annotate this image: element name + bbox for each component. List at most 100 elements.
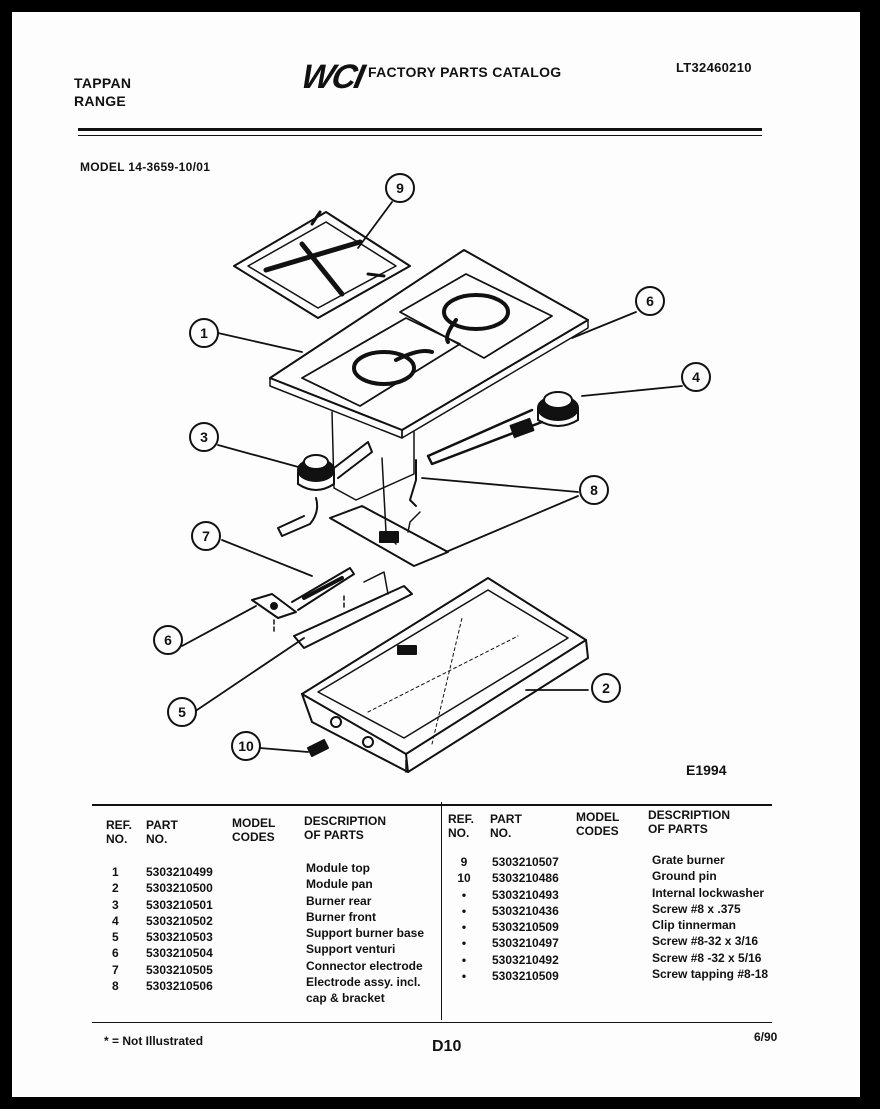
brand-name: TAPPAN xyxy=(74,75,132,91)
table-cell-description: Support venturi xyxy=(306,942,396,957)
callout-10-label: 10 xyxy=(238,738,254,754)
table-cell-ref: 6 xyxy=(112,946,119,961)
header-rule-thin xyxy=(78,135,762,136)
module-top-part xyxy=(269,249,589,439)
table-cell-part: 5303210493 xyxy=(492,887,559,902)
module-pan-part xyxy=(301,577,589,773)
table-cell-part: 5303210509 xyxy=(492,920,559,935)
callout-4-label: 4 xyxy=(692,369,700,385)
diagram-code: E1994 xyxy=(686,762,727,778)
left-part-column: 5303210499 5303210500 5303210501 5303210… xyxy=(146,864,213,994)
page-number: D10 xyxy=(432,1038,462,1055)
support-bracket-part xyxy=(329,505,449,567)
catalog-number: LT32460210 xyxy=(676,60,752,75)
callout-10: 10 xyxy=(231,731,261,761)
callout-4: 4 xyxy=(681,362,711,392)
table-cell-ref: 8 xyxy=(112,979,119,994)
brand-block: TAPPAN RANGE xyxy=(74,74,131,110)
connector-electrode-part xyxy=(291,567,355,611)
callout-7-label: 7 xyxy=(202,528,210,544)
table-cell-part: 5303210504 xyxy=(146,946,213,961)
leader-lines xyxy=(181,201,683,753)
header-description-right: DESCRIPTION OF PARTS xyxy=(648,808,731,836)
callout-5-label: 5 xyxy=(178,704,186,720)
header-model-codes-right: MODEL CODES xyxy=(576,810,620,838)
table-cell-ref: 10 xyxy=(457,871,471,886)
not-illustrated-note: * = Not Illustrated xyxy=(104,1034,204,1048)
callout-9-label: 9 xyxy=(396,180,404,196)
revision-date: 6/90 xyxy=(754,1030,778,1044)
table-cell-description: Module pan xyxy=(306,877,373,892)
table-top-rule xyxy=(92,804,772,806)
table-cell-part: 5303210500 xyxy=(146,881,213,896)
table-cell-part: 5303210486 xyxy=(492,871,559,886)
right-description-column: Grate burner Ground pin Internal lockwas… xyxy=(652,852,768,982)
table-cell-ref: • xyxy=(461,969,467,984)
table-cell-part: 5303210503 xyxy=(146,930,213,945)
table-divider xyxy=(441,802,442,1020)
table-cell-ref: 3 xyxy=(112,897,119,912)
grate-burner-part xyxy=(233,210,411,319)
table-cell-ref: • xyxy=(461,903,467,918)
callout-6-top: 6 xyxy=(635,286,665,316)
header-model-codes-left: MODEL CODES xyxy=(232,816,276,844)
header-part-no-right: PART NO. xyxy=(490,812,522,840)
burner-front-part xyxy=(426,391,579,466)
left-ref-column: 1 2 3 4 5 6 7 8 xyxy=(112,864,119,994)
table-cell-description: Burner front xyxy=(306,909,376,924)
ground-pin-part xyxy=(307,739,329,757)
table-cell-part: 5303210499 xyxy=(146,865,213,879)
header-description-left: DESCRIPTION OF PARTS xyxy=(304,814,387,842)
table-cell-ref: • xyxy=(461,952,467,967)
callout-8-label: 8 xyxy=(590,482,598,498)
table-cell-description: Support burner base xyxy=(306,926,425,941)
header-part-no-left: PART NO. xyxy=(146,818,178,846)
table-cell-part: 5303210502 xyxy=(146,913,213,928)
table-cell-ref: 4 xyxy=(112,913,119,928)
support-venturi-part xyxy=(251,593,297,635)
table-cell-ref: 9 xyxy=(460,855,468,869)
table-cell-description: Burner rear xyxy=(306,893,372,908)
burner-housing xyxy=(331,411,415,501)
table-cell-description: Connector electrode xyxy=(306,958,423,973)
table-bottom-rule xyxy=(92,1022,772,1023)
table-cell-part: 5303210497 xyxy=(492,936,559,951)
callout-1: 1 xyxy=(189,318,219,348)
table-cell-part: 5303210509 xyxy=(492,969,559,984)
support-burner-base-part xyxy=(293,571,413,649)
product-type: RANGE xyxy=(74,93,127,109)
table-cell-part: 5303210506 xyxy=(146,979,213,994)
header-rule-thick xyxy=(78,128,762,131)
table-cell-ref: 1 xyxy=(112,865,119,879)
callout-7: 7 xyxy=(191,521,221,551)
table-cell-part: 5303210492 xyxy=(492,952,559,967)
callout-3-label: 3 xyxy=(200,429,208,445)
table-cell-ref: 2 xyxy=(112,881,119,896)
table-cell-description: Screw #8-32 x 3/16 xyxy=(652,934,759,949)
table-cell-ref: 5 xyxy=(112,930,119,945)
callout-1-label: 1 xyxy=(200,325,208,341)
table-cell-description: Module top xyxy=(306,861,370,875)
table-cell-part: 5303210436 xyxy=(492,903,559,918)
table-cell-ref: • xyxy=(461,936,467,951)
callout-2-label: 2 xyxy=(602,680,610,696)
callout-9: 9 xyxy=(385,173,415,203)
table-cell-part: 5303210501 xyxy=(146,897,213,912)
table-cell-description: cap & bracket xyxy=(306,991,385,1006)
header-ref-no-right: REF. NO. xyxy=(448,812,475,840)
callout-6-top-label: 6 xyxy=(646,293,654,309)
right-part-column: 5303210507 5303210486 5303210493 5303210… xyxy=(492,854,559,984)
header-ref-no-left: REF. NO. xyxy=(106,818,133,846)
burner-rear-part xyxy=(277,441,373,537)
left-description-column: Module top Module pan Burner rear Burner… xyxy=(306,860,424,1007)
table-cell-ref: 7 xyxy=(112,962,119,977)
table-cell-description: Grate burner xyxy=(652,853,725,867)
table-cell-description: Electrode assy. incl. xyxy=(306,975,421,990)
callout-6-bottom: 6 xyxy=(153,625,183,655)
callout-2: 2 xyxy=(591,673,621,703)
table-cell-part: 5303210505 xyxy=(146,962,213,977)
catalog-page: TAPPAN RANGE WCI FACTORY PARTS CATALOG L… xyxy=(12,12,860,1097)
catalog-title: FACTORY PARTS CATALOG xyxy=(368,64,562,80)
table-cell-part: 5303210507 xyxy=(492,855,559,869)
callout-8: 8 xyxy=(579,475,609,505)
